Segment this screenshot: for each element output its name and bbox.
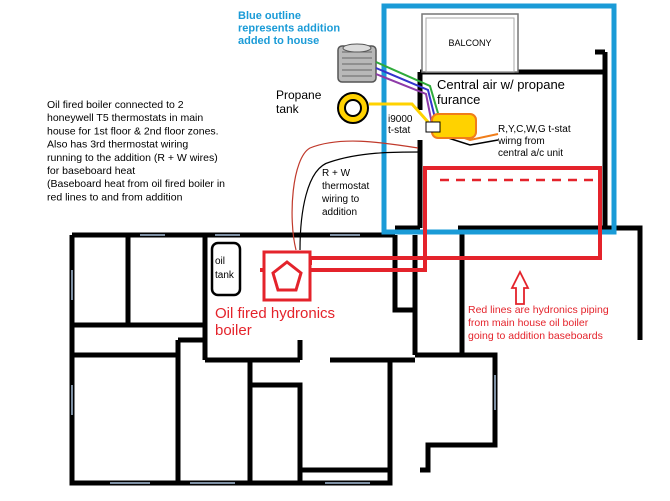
up-arrow-icon (510, 269, 530, 305)
boiler-note-line: Also has 3rd thermostat wiring (47, 139, 188, 151)
boiler-note-line: honeywell T5 thermostats in main (47, 112, 203, 124)
rw-wiring-label: R + W thermostat wiring to addition (321, 168, 369, 218)
central-air-line: Central air w/ propane (437, 77, 565, 92)
furnace-icon (425, 113, 477, 139)
boiler-note-line: house for 1st floor & 2nd floor zones. (47, 125, 219, 137)
boiler-note-line: (Baseboard heat from oil fired boiler in (47, 178, 225, 190)
rw-line: addition (322, 207, 357, 218)
propane-line: Propane (276, 88, 322, 102)
tstat-line: t-stat (388, 125, 410, 136)
boiler-note-line: running to the addition (R + W wires) (47, 152, 218, 164)
rw-line: wiring to (321, 194, 360, 205)
propane-tank-icon (337, 92, 369, 124)
red-note-line: from main house oil boiler (468, 317, 589, 329)
addition-outline (381, 3, 617, 235)
boiler-note-line: red lines to and from addition (47, 191, 183, 203)
blue-note-line: added to house (238, 35, 319, 47)
tstat-wiring-line: R,Y,C,W,G t-stat (498, 124, 571, 135)
rw-thermostat-wiring (291, 140, 421, 251)
red-note-line: going to addition baseboards (468, 330, 603, 342)
boiler-pentagon-icon (262, 250, 312, 302)
oil-tank-line: oil (215, 256, 225, 267)
red-note-line: Red lines are hydronics piping (468, 304, 609, 316)
oil-tank-label: oil tank (215, 256, 235, 281)
oil-tank-icon (210, 241, 242, 297)
boiler-note-line: for baseboard heat (47, 165, 135, 177)
boiler-line: Oil fired hydronics (215, 305, 335, 322)
rw-line: thermostat (322, 181, 369, 192)
balcony-outline (421, 13, 519, 73)
propane-line: tank (276, 102, 300, 116)
house-walls (69, 232, 498, 486)
rw-line: R + W (322, 168, 351, 179)
blue-note-line: represents addition (238, 23, 340, 35)
boiler-note-line: Oil fired boiler connected to 2 (47, 99, 184, 111)
tstat-wiring-line: central a/c unit (498, 148, 563, 159)
tstat-wiring-line: wirng from (497, 136, 545, 147)
oil-tank-line: tank (215, 270, 235, 281)
central-air-line: furance (437, 92, 480, 107)
balcony-label: BALCONY (448, 38, 491, 48)
boiler-line: boiler (215, 322, 252, 339)
ac-condenser-icon (337, 43, 377, 83)
tstat-line: i9000 (388, 114, 413, 125)
blue-note-line: Blue outline (238, 10, 301, 22)
